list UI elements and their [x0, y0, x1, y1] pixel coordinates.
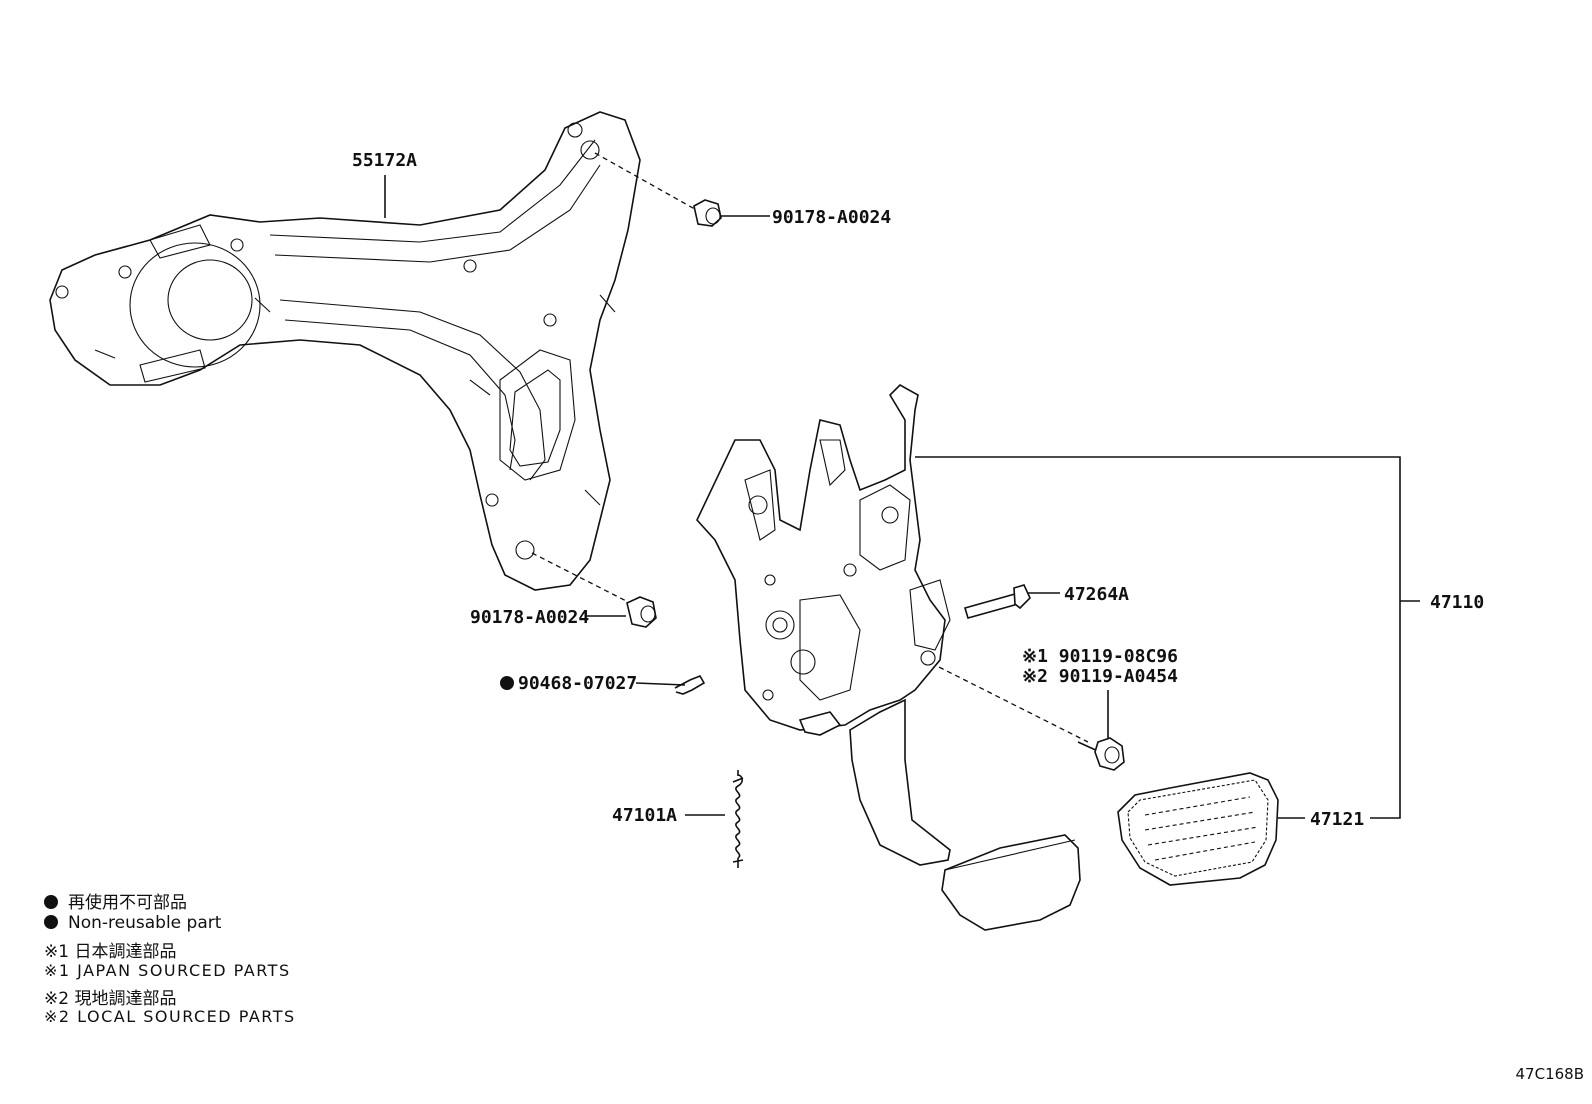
pedal-pad-47121 — [1117, 772, 1279, 886]
legend-japan-en: ※1 JAPAN SOURCED PARTS — [44, 961, 291, 980]
label-55172a: 55172A — [352, 150, 418, 171]
spring-47101a — [732, 770, 744, 868]
label-90468-07027: 90468-07027 — [500, 673, 637, 694]
label-90178-a0024-top: 90178-A0024 — [772, 207, 892, 228]
label-47121: 47121 — [1310, 809, 1365, 830]
label-47264a: 47264A — [1064, 584, 1130, 605]
legend-non-reusable-en-text: Non-reusable part — [68, 913, 222, 933]
filled-circle-icon — [44, 915, 58, 929]
filled-circle-icon — [44, 895, 58, 909]
legend-non-reusable-jp-text: 再使用不可部品 — [68, 893, 187, 913]
label-90119-a0454: ※2 90119-A0454 — [1022, 666, 1178, 687]
non-reusable-marker-icon — [500, 676, 514, 690]
legend-japan-jp: ※1 日本調達部品 — [44, 942, 177, 962]
label-90178-a0024-left: 90178-A0024 — [470, 607, 590, 628]
bolt-90119 — [1077, 737, 1125, 771]
legend-non-reusable-jp: 再使用不可部品 — [44, 888, 187, 913]
pin-47264a — [963, 584, 1031, 619]
nut-90178-top — [693, 199, 722, 227]
clip-90468 — [674, 674, 706, 695]
pedal-assembly-drawing — [696, 384, 1081, 931]
label-47101a: 47101A — [612, 805, 678, 826]
label-47110: 47110 — [1430, 592, 1485, 613]
label-90119-08c96: ※1 90119-08C96 — [1022, 646, 1178, 667]
nut-90178-left — [626, 596, 657, 628]
diagram-code: 47C168B — [1515, 1065, 1584, 1083]
legend-local-jp: ※2 現地調達部品 — [44, 989, 177, 1009]
bracket-55172a-drawing — [49, 111, 641, 591]
label-90468-07027-text: 90468-07027 — [518, 673, 638, 694]
legend-non-reusable-en: Non-reusable part — [44, 913, 221, 933]
legend-local-en: ※2 LOCAL SOURCED PARTS — [44, 1007, 296, 1026]
